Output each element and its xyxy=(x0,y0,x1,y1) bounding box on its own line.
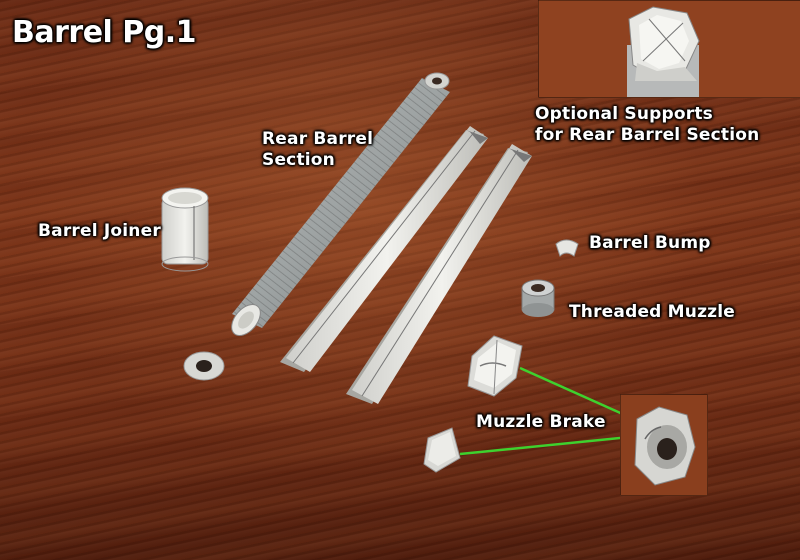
support-strip-right xyxy=(346,144,532,404)
threaded-muzzle-part xyxy=(521,279,555,317)
inset-supports-closeup xyxy=(538,0,800,98)
barrel-bump-part xyxy=(555,239,579,257)
rear-barrel-tube xyxy=(231,78,450,336)
label-barrel-bump: Barrel Bump xyxy=(589,233,711,253)
label-threaded-muzzle: Threaded Muzzle xyxy=(569,302,736,322)
support-strip-left xyxy=(280,126,488,372)
label-rear-barrel-section: Rear Barrel Section xyxy=(262,129,373,171)
page-title: Barrel Pg.1 xyxy=(12,15,197,50)
washer-top xyxy=(424,72,450,90)
supports-closeup-art xyxy=(539,1,800,97)
muzzle-brake-lower xyxy=(423,427,461,473)
muzzle-brake-upper xyxy=(467,335,523,397)
label-optional-line2: for Rear Barrel Section xyxy=(535,125,760,145)
inset-muzzle-brake-closeup xyxy=(620,394,708,496)
washer-bottom xyxy=(183,351,225,381)
label-optional-line1: Optional Supports xyxy=(535,104,713,124)
label-rear-barrel-line2: Section xyxy=(262,150,335,170)
label-optional-supports: Optional Supports for Rear Barrel Sectio… xyxy=(535,104,759,146)
barrel-joiner-part xyxy=(161,187,209,272)
label-barrel-joiner: Barrel Joiner xyxy=(38,221,161,241)
label-rear-barrel-line1: Rear Barrel xyxy=(262,129,374,149)
muzzle-brake-closeup-art xyxy=(621,395,707,495)
label-muzzle-brake: Muzzle Brake xyxy=(476,412,606,432)
